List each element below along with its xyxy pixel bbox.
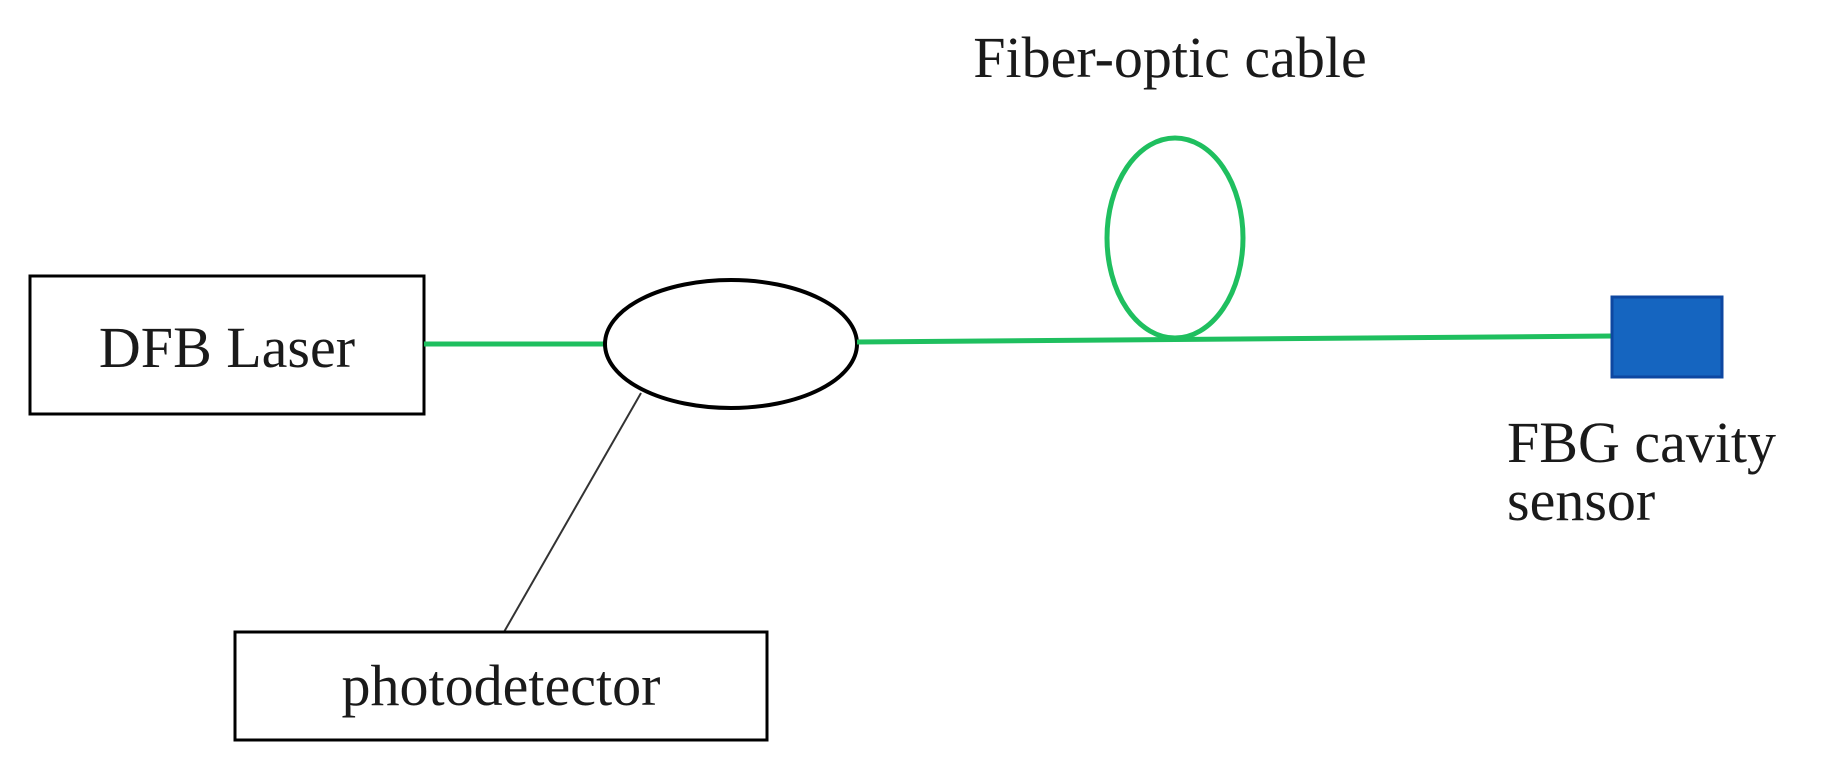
fbg-sensor-label-line1: FBG cavity <box>1507 410 1776 475</box>
dfb-laser: DFB Laser <box>28 274 426 416</box>
fbg-sensor-label: FBG cavity sensor <box>1507 410 1791 533</box>
photodetector-connection <box>503 392 642 633</box>
fiber-coupler-to-sensor <box>856 333 1613 345</box>
fbg-cavity-sensor <box>1610 295 1724 379</box>
photodetector-label: photodetector <box>342 653 661 718</box>
photodetector: photodetector <box>233 630 769 742</box>
dfb-laser-label: DFB Laser <box>99 315 355 380</box>
dfb-laser-box <box>28 274 426 416</box>
coupler <box>603 278 859 410</box>
fiber-optic-cable-loop <box>1104 135 1246 341</box>
fiber-optic-cable-label: Fiber-optic cable <box>973 25 1366 90</box>
fbg-sensor-label-line2: sensor <box>1507 468 1655 533</box>
photodetector-box <box>233 630 769 742</box>
